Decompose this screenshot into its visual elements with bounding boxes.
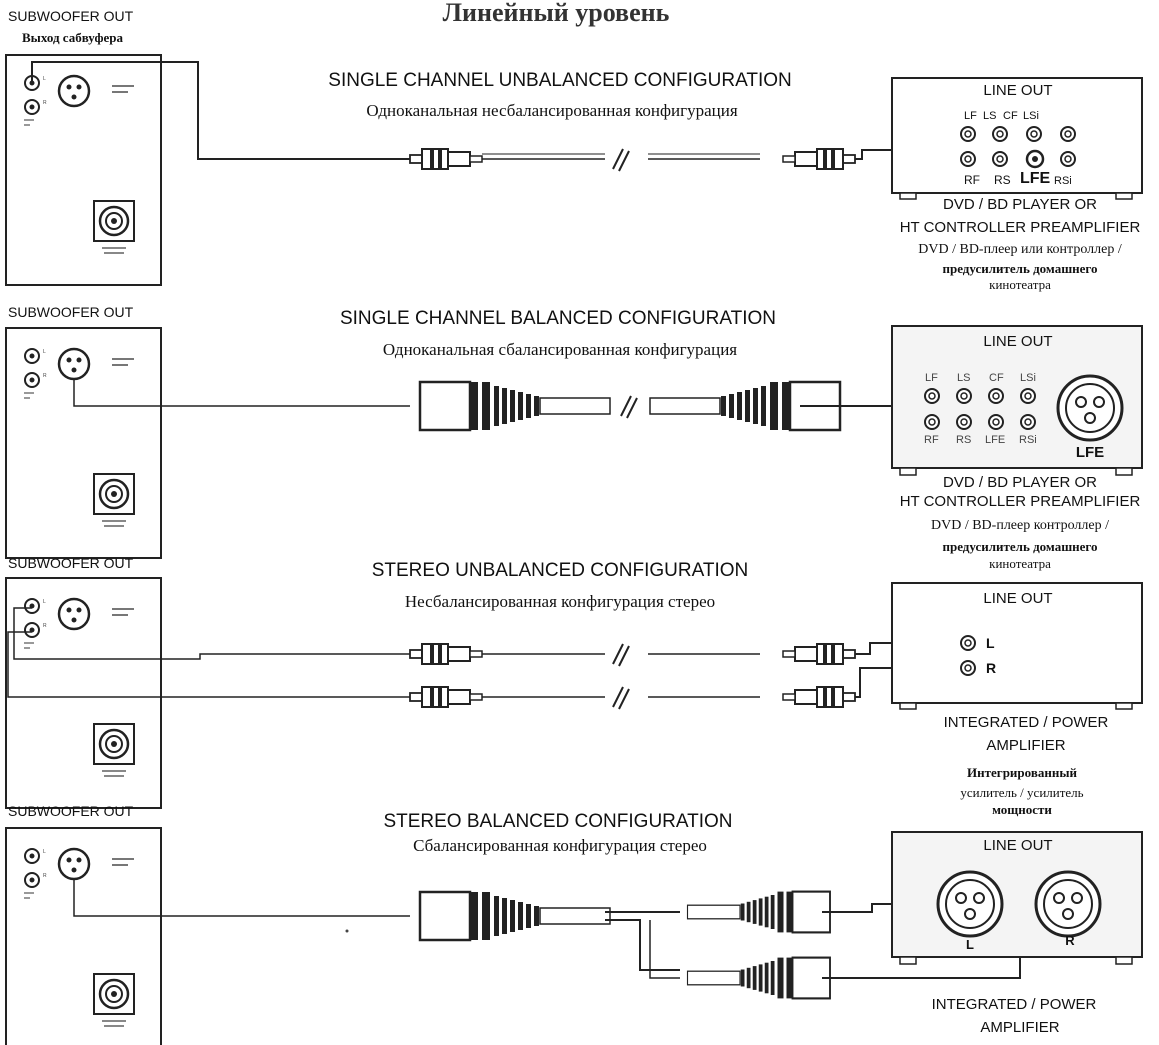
section4-title-en: STEREO BALANCED CONFIGURATION	[383, 811, 733, 832]
section2-device-ru-2: предусилитель домашнего	[942, 539, 1098, 554]
section1-device-en-2: HT CONTROLLER PREAMPLIFIER	[899, 219, 1141, 236]
section4-xlr-r: R	[1065, 933, 1075, 948]
main-title: Линейный уровень	[442, 0, 670, 27]
section2-source-box	[891, 325, 1143, 476]
section1-device-ru-2: предусилитель домашнего	[942, 261, 1098, 276]
section1-title-ru: Одноканальная несбалансированная конфигу…	[366, 101, 738, 120]
section3-device-en-1: INTEGRATED / POWER	[943, 714, 1109, 731]
section1-jack-ls: LS	[983, 110, 997, 122]
subwoofer-panel-4	[4, 826, 163, 1045]
section2-sub-label: SUBWOOFER OUT	[8, 304, 134, 320]
section3-device-en-2: AMPLIFIER	[986, 737, 1066, 754]
section2-device-en-2: HT CONTROLLER PREAMPLIFIER	[899, 493, 1141, 510]
section1-sub-label-ru: Выход сабвуфера	[22, 30, 123, 45]
section3-source-title: LINE OUT	[983, 590, 1053, 607]
section3-device-ru-3: мощности	[992, 802, 1052, 817]
section4-source-box	[891, 831, 1143, 965]
section3-device-ru-1: Интегрированный	[967, 765, 1077, 780]
section2-jack-lsi: LSi	[1020, 372, 1036, 384]
section1-source-box	[891, 77, 1143, 200]
section3-jack-l: L	[986, 635, 995, 651]
section3-sub-label: SUBWOOFER OUT	[8, 555, 134, 571]
section3-device-ru-2: усилитель / усилитель	[960, 785, 1084, 800]
subwoofer-panel-2	[4, 326, 163, 560]
section3-cables	[7, 607, 960, 710]
section2-jack-ls: LS	[957, 372, 971, 384]
section2-jack-cf: CF	[989, 372, 1004, 384]
section2-xlr-label: LFE	[1075, 444, 1105, 461]
section2-jack-rs: RS	[956, 434, 972, 446]
section3-title-ru: Несбалансированная конфигурация стерео	[404, 592, 716, 611]
section2-device-ru-1: DVD / BD-плеер контроллер /	[930, 518, 1110, 533]
section2-jack-rsi: RSi	[1019, 434, 1037, 446]
section1-source-title: LINE OUT	[983, 82, 1053, 99]
section1-jack-rf: RF	[964, 173, 980, 187]
section1-device-ru-1: DVD / BD-плеер или контроллер /	[918, 242, 1122, 257]
section1-device-en-1: DVD / BD PLAYER OR	[943, 196, 1097, 213]
subwoofer-panel-1	[4, 53, 163, 287]
section2-title-en: SINGLE CHANNEL BALANCED CONFIGURATION	[339, 308, 777, 329]
section4-xlr-l: L	[966, 937, 974, 952]
section1-cable	[31, 61, 1036, 172]
section3-source-box	[891, 582, 1143, 710]
section2-title-ru: Одноканальная сбалансированная конфигура…	[382, 340, 738, 359]
section2-jack-lfe: LFE	[985, 434, 1006, 446]
section2-source-title: LINE OUT	[983, 333, 1053, 350]
subwoofer-panel-3	[4, 576, 163, 810]
section2-jack-lf: LF	[925, 372, 938, 384]
section3-title-en: STEREO UNBALANCED CONFIGURATION	[371, 560, 749, 581]
section2-jack-rf: RF	[924, 434, 939, 446]
section1-jack-rs: RS	[994, 173, 1011, 187]
section3-jack-r: R	[986, 660, 997, 676]
section4-title-ru: Сбалансированная конфигурация стерео	[413, 836, 707, 855]
section1-jack-lf: LF	[964, 110, 977, 122]
section4-device-en-2: AMPLIFIER	[980, 1019, 1060, 1036]
section2-device-en-1: DVD / BD PLAYER OR	[943, 474, 1097, 491]
section1-jack-rsi: RSi	[1054, 175, 1072, 187]
section2-device-ru-3: кинотеатра	[989, 556, 1051, 571]
section1-sub-label: SUBWOOFER OUT	[8, 8, 134, 24]
section1-jack-cf: CF	[1003, 110, 1018, 122]
section1-device-ru-3: кинотеатра	[989, 277, 1051, 292]
section4-source-title: LINE OUT	[983, 837, 1053, 854]
section1-jack-lsi: LSi	[1023, 110, 1039, 122]
section4-device-en-1: INTEGRATED / POWER	[931, 996, 1097, 1013]
section1-jack-lfe: LFE	[1020, 170, 1051, 187]
section4-sub-label: SUBWOOFER OUT	[8, 803, 134, 819]
section1-title-en: SINGLE CHANNEL UNBALANCED CONFIGURATION	[328, 70, 792, 91]
